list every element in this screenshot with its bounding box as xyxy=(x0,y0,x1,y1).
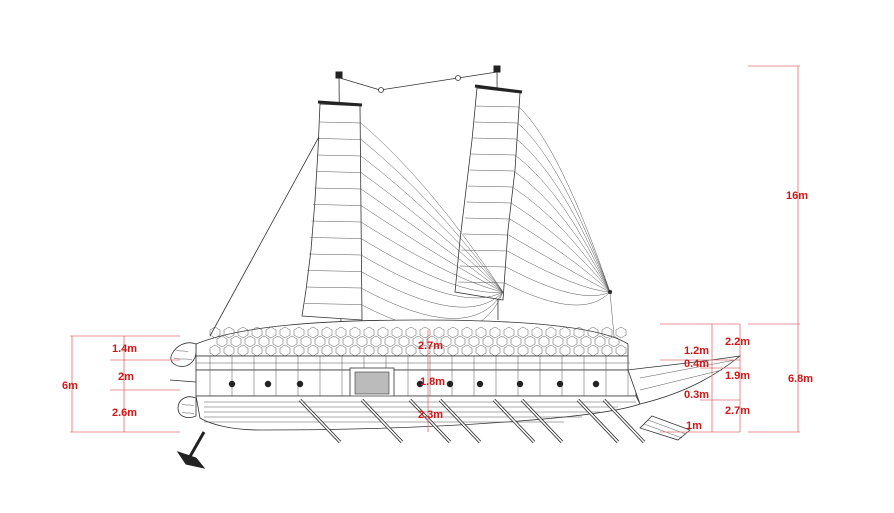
deck-posts xyxy=(196,356,630,396)
dim-center-lower: 2.3m xyxy=(418,409,443,421)
dim-bow-b: 0.4m xyxy=(684,358,709,370)
stern-cannon xyxy=(169,379,197,383)
dim-center-middle: 1.8m xyxy=(420,376,445,388)
lower-dragon-head xyxy=(177,396,197,418)
dim-bow-right-a: 2.2m xyxy=(725,336,750,348)
dragon-head xyxy=(170,342,197,367)
oars xyxy=(298,398,646,444)
gun-deck xyxy=(195,369,637,397)
dimension-lines xyxy=(70,65,800,433)
dim-stern-total: 6m xyxy=(62,380,78,392)
dim-bow-right-b: 1.9m xyxy=(725,370,750,382)
dim-stern-middle: 2m xyxy=(118,371,134,383)
dim-bow-a: 1.2m xyxy=(684,345,709,357)
front-sail xyxy=(301,103,363,321)
rear-sail xyxy=(454,87,521,301)
center-emblem-panel xyxy=(354,371,390,395)
sail-sheet-lines xyxy=(360,106,615,337)
anchor xyxy=(176,431,206,469)
rear-yard xyxy=(474,84,523,94)
gun-ports xyxy=(228,380,600,388)
fore-stay-rope xyxy=(209,101,339,337)
dim-stern-lower: 2.6m xyxy=(112,407,137,419)
lower-hull xyxy=(195,395,641,431)
dim-bow-right-c: 2.7m xyxy=(725,405,750,417)
dim-center-roof: 2.7m xyxy=(418,340,443,352)
mast-top-rope xyxy=(339,71,498,93)
dim-bow-c: 0.3m xyxy=(684,389,709,401)
front-mast-cap xyxy=(335,71,343,79)
dim-hull-height: 6.8m xyxy=(788,373,813,385)
front-yard xyxy=(317,100,363,107)
rudder xyxy=(639,415,691,441)
dimension-labels: 6m 1.4m 2m 2.6m 2.7m 1.8m 2.3m 1.2m 0.4m… xyxy=(62,190,813,432)
dim-mast-height: 16m xyxy=(786,190,808,202)
dim-stern-upper: 1.4m xyxy=(112,343,137,355)
dim-bow-d: 1m xyxy=(686,420,702,432)
rear-mast-cap xyxy=(493,65,501,73)
turtle-ship xyxy=(169,65,742,469)
hexagonal-roof-plates xyxy=(209,326,627,357)
